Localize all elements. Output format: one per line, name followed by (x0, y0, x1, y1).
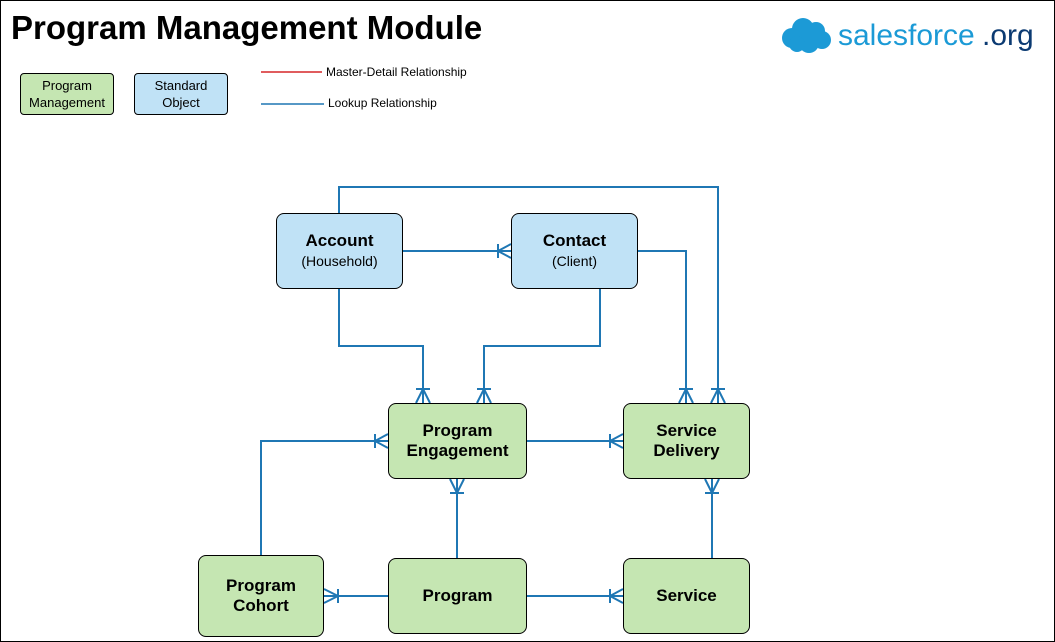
legend-pm-line2: Management (29, 95, 105, 110)
node-program-engagement: Program Engagement (388, 403, 527, 479)
node-account: Account (Household) (276, 213, 403, 289)
legend-pm-line1: Program (42, 78, 92, 93)
node-account-sub: (Household) (301, 253, 378, 269)
node-program: Program (388, 558, 527, 634)
legend-lookup-label: Lookup Relationship (328, 96, 437, 110)
crowfoot-pe-from-cohort (372, 433, 389, 449)
node-contact-name: Contact (542, 231, 607, 250)
node-program-name: Program (422, 586, 493, 605)
page-title: Program Management Module (11, 9, 483, 46)
rel-account-program-engagement (338, 289, 424, 403)
rel-account-service-delivery (338, 186, 719, 403)
crowfoot-pe-from-program (449, 478, 465, 496)
node-program-cohort-line2: Cohort (233, 596, 289, 615)
crowfoot-service-delivery-from-contact (678, 386, 694, 404)
node-service-delivery: Service Delivery (623, 403, 750, 479)
crowfoot-cohort-from-program (323, 588, 341, 604)
node-service: Service (623, 558, 750, 634)
crowfoot-service-delivery-from-service (704, 478, 720, 496)
crowfoot-service-delivery-from-pe (607, 433, 624, 449)
rel-contact-service-delivery (638, 250, 687, 403)
legend-std-line1: Standard (154, 78, 208, 93)
salesforce-org-logo: salesforce .org (782, 18, 1034, 53)
node-program-engagement-line2: Engagement (406, 441, 509, 460)
node-contact: Contact (Client) (511, 213, 638, 289)
node-program-cohort-line1: Program (226, 576, 296, 595)
node-service-delivery-line1: Service (656, 421, 717, 440)
rel-cohort-program-engagement (260, 440, 388, 555)
crowfoot-pe-from-contact (476, 386, 492, 404)
node-contact-sub: (Client) (551, 253, 598, 269)
node-program-cohort: Program Cohort (198, 555, 324, 637)
node-program-engagement-line1: Program (422, 421, 493, 440)
legend-std-line2: Object (162, 95, 200, 110)
crowfoot-pe-from-account (415, 386, 431, 404)
node-service-name: Service (656, 586, 717, 605)
legend-standard-object: Standard Object (134, 73, 228, 115)
crowfoot-service-from-program (607, 588, 624, 604)
cloud-icon (782, 18, 831, 53)
logo-suffix: .org (982, 19, 1034, 52)
node-account-name: Account (305, 231, 374, 250)
node-service-delivery-line2: Delivery (653, 441, 720, 460)
crowfoot-contact-from-account (495, 243, 512, 259)
logo-word: salesforce (838, 19, 975, 52)
legend-master-detail-label: Master-Detail Relationship (326, 65, 467, 79)
legend-program-management: Program Management (20, 73, 114, 115)
crowfoot-service-delivery-from-account (710, 386, 726, 404)
rel-contact-program-engagement (483, 289, 601, 403)
